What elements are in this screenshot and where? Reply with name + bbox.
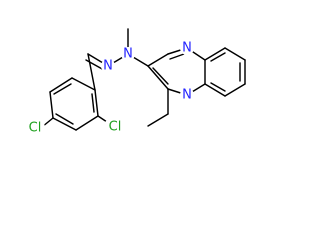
chlorine-label-right: Cl bbox=[109, 120, 122, 135]
quinoxaline-double-1 bbox=[169, 53, 185, 60]
phenyl-bond-1 bbox=[94, 89, 99, 117]
phenyl-bond-5 bbox=[49, 77, 73, 93]
n-methyl-label-background bbox=[121, 47, 135, 61]
benzo-bond-2 bbox=[224, 47, 246, 61]
benzo-double-3 bbox=[210, 82, 226, 92]
cl-left-label-background bbox=[25, 118, 45, 138]
quinoxaline-double-2 bbox=[152, 67, 169, 85]
phenyl-bond-2 bbox=[75, 115, 99, 131]
nitrogen-label-lower: N bbox=[182, 88, 192, 103]
phenyl-double-1 bbox=[91, 93, 95, 113]
benzo-bond-5 bbox=[204, 83, 226, 97]
quinoxaline-bond-7 bbox=[147, 65, 169, 90]
phenyl-bond-3 bbox=[52, 117, 77, 131]
n-lower-label-background bbox=[180, 88, 194, 102]
nitrogen-label-methyl: N bbox=[123, 47, 133, 62]
bond-layer bbox=[41, 28, 246, 131]
ethyl-bond-2 bbox=[147, 113, 169, 127]
chemical-structure: Cl Cl N N N N bbox=[25, 28, 246, 138]
cl-right-label-background bbox=[104, 117, 124, 137]
atom-label-layer: Cl Cl N N N N bbox=[25, 41, 194, 138]
chlorine-label-left: Cl bbox=[29, 121, 42, 136]
nitrogen-label-imine: N bbox=[103, 59, 113, 74]
nitrogen-label-upper: N bbox=[182, 41, 192, 56]
phenyl-bond-6 bbox=[71, 77, 96, 91]
phenyl-double-2 bbox=[55, 113, 74, 125]
phenyl-bond-4 bbox=[49, 91, 54, 119]
benzo-double-1 bbox=[210, 52, 226, 62]
benzo-bond-1 bbox=[204, 47, 226, 61]
quinoxaline-bond-1 bbox=[147, 53, 169, 67]
bond-vinyl bbox=[87, 53, 96, 91]
n-imine-label-background bbox=[101, 59, 115, 73]
n-upper-label-background bbox=[180, 41, 194, 55]
benzo-bond-4 bbox=[224, 83, 246, 97]
phenyl-double-3 bbox=[53, 83, 72, 95]
